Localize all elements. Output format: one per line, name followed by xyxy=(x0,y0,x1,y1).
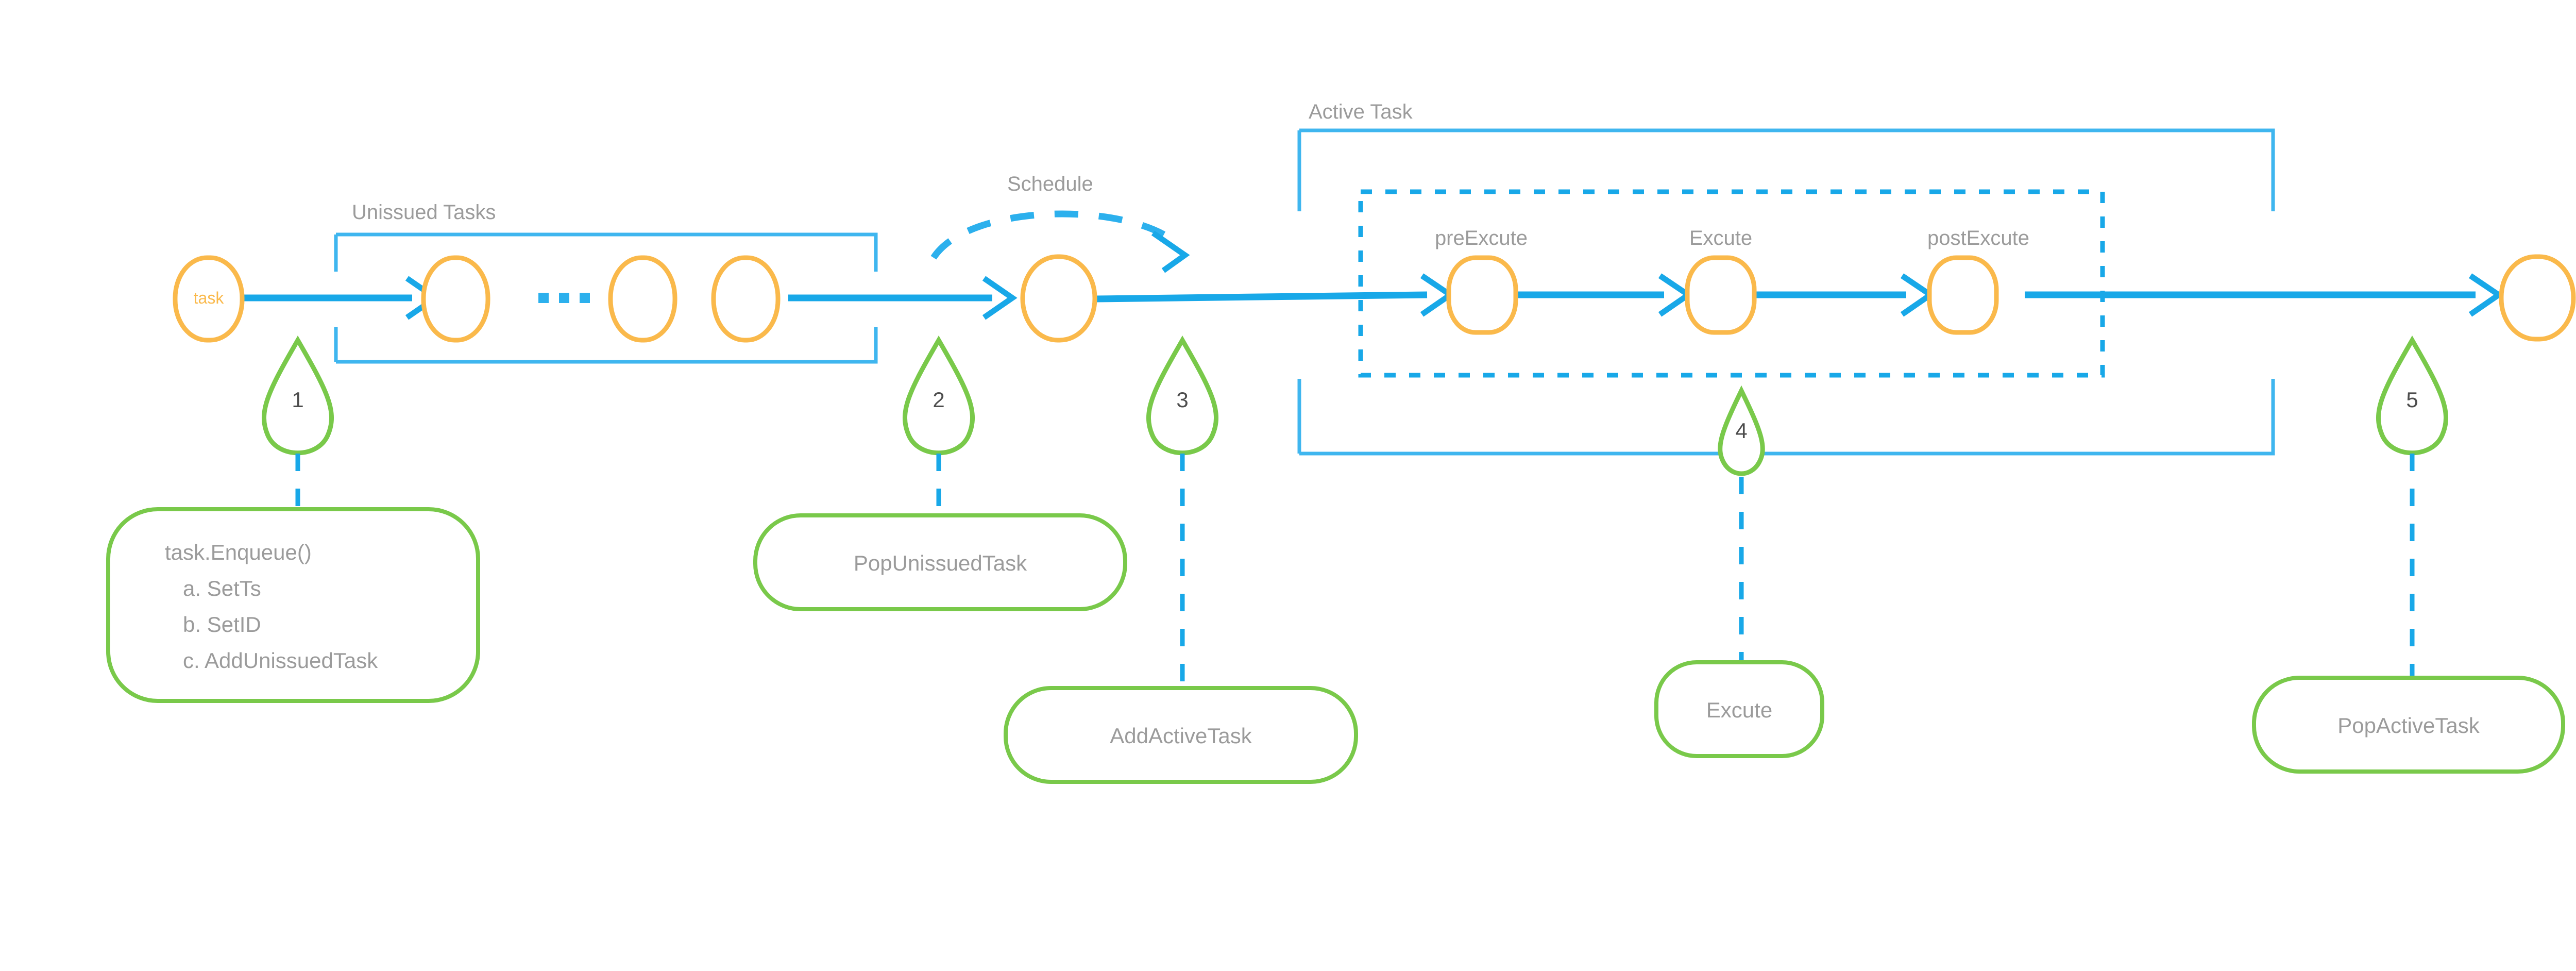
stage-pre-excute[interactable]: preExcute xyxy=(1435,227,1528,335)
main-flow-track xyxy=(241,273,2504,320)
callout-pop-active-box[interactable] xyxy=(2252,676,2565,774)
arrowhead-2 xyxy=(982,276,1018,320)
marker-pin-4[interactable]: 4 xyxy=(1718,385,1765,476)
group-bracket-active-task: Active Task xyxy=(1297,101,2275,456)
callout-enqueue[interactable]: task.Enqueue() a. SetTs b. SetID c. AddU… xyxy=(106,507,480,703)
callout-add-active[interactable]: AddActiveTask xyxy=(1004,686,1358,784)
schedule-flow: Schedule xyxy=(930,173,1190,273)
callout-pop-active-label: PopActiveTask xyxy=(2337,713,2480,738)
node-pre-excute[interactable] xyxy=(1446,255,1518,335)
track-segment-3 xyxy=(1095,291,1428,303)
schedule-arrowhead xyxy=(1151,230,1190,273)
callout-enqueue-line-1: a. SetTs xyxy=(183,576,261,600)
marker-pin-5[interactable]: 5 xyxy=(2376,336,2449,456)
callout-add-active-label: AddActiveTask xyxy=(1110,724,1252,748)
task-node-label: task xyxy=(194,289,225,307)
callout-enqueue-line-0: task.Enqueue() xyxy=(165,540,312,564)
node-done[interactable] xyxy=(2499,254,2576,342)
stage-label-excute: Excute xyxy=(1689,227,1752,249)
marker-1-number: 1 xyxy=(292,388,303,412)
marker-2-number: 2 xyxy=(933,388,944,412)
marker-5-number: 5 xyxy=(2406,388,2418,412)
node-unissued-1[interactable] xyxy=(421,255,490,343)
callout-add-active-box[interactable] xyxy=(1004,686,1358,784)
marker-2-shape[interactable] xyxy=(902,336,975,456)
callout-pop-unissued-box[interactable] xyxy=(753,513,1127,611)
callout-pop-unissued-label: PopUnissuedTask xyxy=(854,551,1027,575)
node-unissued-3[interactable] xyxy=(711,255,781,343)
callout-excute-label: Excute xyxy=(1706,698,1772,722)
group-bracket-unissued-tasks: Unissued Tasks xyxy=(334,201,878,364)
marker-4-number: 4 xyxy=(1735,418,1747,443)
stage-excute[interactable]: Excute xyxy=(1685,227,1757,335)
ellipsis-icon xyxy=(538,293,590,303)
callout-pop-unissued[interactable]: PopUnissuedTask xyxy=(753,513,1127,611)
marker-3-number: 3 xyxy=(1176,388,1188,412)
callout-excute[interactable]: Excute xyxy=(1654,660,1824,758)
bracket-bottom-unissued xyxy=(334,327,878,364)
marker-pin-3[interactable]: 3 xyxy=(1146,336,1219,456)
stage-post-excute[interactable]: postExcute xyxy=(1927,227,2029,335)
marker-5-shape[interactable] xyxy=(2376,336,2449,456)
schedule-label: Schedule xyxy=(1007,173,1093,195)
group-label-unissued-tasks: Unissued Tasks xyxy=(352,201,496,224)
bracket-top-unissued xyxy=(334,232,878,272)
node-scheduled[interactable] xyxy=(1020,254,1097,343)
marker-3-shape[interactable] xyxy=(1146,336,1219,456)
callout-pop-active[interactable]: PopActiveTask xyxy=(2252,676,2565,774)
node-post-excute[interactable] xyxy=(1927,255,1999,335)
bracket-top-active xyxy=(1297,128,2275,211)
arrowhead-5 xyxy=(1900,273,1936,317)
node-excute[interactable] xyxy=(1685,255,1757,335)
marker-1-shape[interactable] xyxy=(261,336,334,456)
node-task[interactable]: task xyxy=(173,255,245,343)
callout-enqueue-line-2: b. SetID xyxy=(183,612,261,637)
node-unissued-2[interactable] xyxy=(608,255,677,343)
marker-pin-2[interactable]: 2 xyxy=(902,336,975,456)
bracket-bottom-active xyxy=(1297,379,2275,456)
callout-enqueue-box[interactable] xyxy=(106,507,480,703)
schedule-arc-path xyxy=(930,210,1178,260)
stage-label-pre-excute: preExcute xyxy=(1435,227,1528,249)
callout-excute-box[interactable] xyxy=(1654,660,1824,758)
stage-label-post-excute: postExcute xyxy=(1927,227,2029,249)
marker-pin-1[interactable]: 1 xyxy=(261,336,334,456)
callout-enqueue-line-3: c. AddUnissuedTask xyxy=(183,648,378,673)
marker-4-shape[interactable] xyxy=(1718,385,1765,476)
pipeline-dashed-box xyxy=(1358,189,2105,378)
arrowhead-4 xyxy=(1658,273,1693,317)
arrowhead-6 xyxy=(2468,273,2504,317)
task-node-shape[interactable] xyxy=(173,255,245,343)
group-label-active-task: Active Task xyxy=(1309,101,1413,123)
